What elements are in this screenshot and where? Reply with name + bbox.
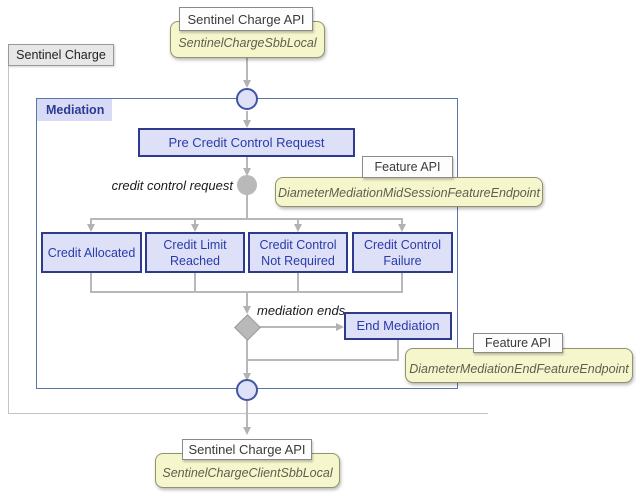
service-frame-bottom-edge <box>8 413 488 414</box>
endmediation-return-vertical <box>397 340 399 361</box>
fanout-bus-line <box>91 218 403 220</box>
fanout-stem-1 <box>90 218 92 225</box>
arrowhead-exitport-to-bottomapi <box>243 427 251 435</box>
arrowhead-outcome-1 <box>87 224 95 232</box>
bottom-api-title-text: Sentinel Charge API <box>188 442 306 457</box>
node-pre-credit-control-request: Pre Credit Control Request <box>138 128 355 157</box>
mediation-title-tab: Mediation <box>37 99 112 121</box>
entry-port-circle <box>236 88 258 110</box>
top-api-endpoint-text: SentinelChargeSbbLocal <box>178 36 317 50</box>
connector-merge-to-diamond <box>246 291 248 307</box>
exit-port-circle <box>236 379 258 401</box>
fanout-stem-3 <box>297 218 299 225</box>
service-name-label: Sentinel Charge <box>8 44 114 66</box>
feature-mid-endpoint-text: DiameterMediationMidSessionFeatureEndpoi… <box>278 186 540 200</box>
arrowhead-port-to-precredit <box>243 120 251 128</box>
arrowhead-topapi-to-port <box>243 80 251 88</box>
top-api-title-box: Sentinel Charge API <box>179 7 313 31</box>
feature-mid-title-box: Feature API <box>362 156 453 178</box>
credit-control-not-required-label: Credit Control Not Required <box>259 237 337 268</box>
feature-end-endpoint-text: DiameterMediationEndFeatureEndpoint <box>409 361 629 376</box>
node-credit-limit-reached: Credit Limit Reached <box>145 232 245 273</box>
fanout-stem-4 <box>401 218 403 225</box>
node-end-mediation: End Mediation <box>344 312 452 340</box>
connector-topapi-to-port <box>246 58 248 81</box>
feature-end-title-box: Feature API <box>473 333 563 353</box>
credit-limit-reached-label: Credit Limit Reached <box>163 237 227 268</box>
bottom-api-endpoint-text: SentinelChargeClientSbbLocal <box>162 466 333 480</box>
mediation-title-text: Mediation <box>46 103 105 117</box>
bottom-api-title-box: Sentinel Charge API <box>182 439 312 460</box>
connector-diamond-to-endmediation <box>259 326 337 328</box>
mediation-ends-annotation: mediation ends <box>257 303 346 318</box>
service-frame-left-edge <box>8 66 9 413</box>
credit-control-failure-label: Credit Control Failure <box>363 237 442 268</box>
node-credit-control-not-required: Credit Control Not Required <box>248 232 348 273</box>
merge-stem-1 <box>90 273 92 293</box>
arrowhead-outcome-4 <box>398 224 406 232</box>
merge-stem-3 <box>297 273 299 293</box>
feature-end-title-text: Feature API <box>484 336 551 350</box>
feature-mid-endpoint-callout: DiameterMediationMidSessionFeatureEndpoi… <box>275 177 543 207</box>
pre-credit-label: Pre Credit Control Request <box>168 134 325 150</box>
arrowhead-diamond-to-endmediation <box>336 323 344 331</box>
arrowhead-merge-to-diamond <box>243 306 251 314</box>
arrowhead-outcome-2 <box>191 224 199 232</box>
connector-precredit-to-state <box>246 157 248 169</box>
merge-stem-4 <box>401 273 403 293</box>
arrowhead-diamond-to-exitport <box>243 373 251 381</box>
endmediation-return-horizontal <box>247 359 399 361</box>
node-credit-allocated: Credit Allocated <box>41 232 142 273</box>
end-mediation-label: End Mediation <box>356 318 440 333</box>
service-name-text: Sentinel Charge <box>16 48 106 62</box>
credit-control-request-annotation: credit control request <box>111 178 233 193</box>
feature-mid-title-text: Feature API <box>374 160 441 174</box>
feature-end-endpoint-callout: DiameterMediationEndFeatureEndpoint <box>405 348 633 383</box>
connector-state-to-fanout <box>246 195 248 219</box>
credit-allocated-label: Credit Allocated <box>47 245 136 260</box>
arrowhead-outcome-3 <box>294 224 302 232</box>
merge-stem-2 <box>194 273 196 293</box>
credit-control-state-circle <box>237 175 257 195</box>
fanout-stem-2 <box>194 218 196 225</box>
connector-port-to-precredit <box>246 111 248 122</box>
arrowhead-precredit-to-state <box>243 168 251 176</box>
connector-diamond-to-exitport <box>246 340 248 374</box>
top-api-title-text: Sentinel Charge API <box>187 11 305 27</box>
node-credit-control-failure: Credit Control Failure <box>352 232 453 273</box>
connector-exitport-to-bottomapi <box>246 401 248 428</box>
